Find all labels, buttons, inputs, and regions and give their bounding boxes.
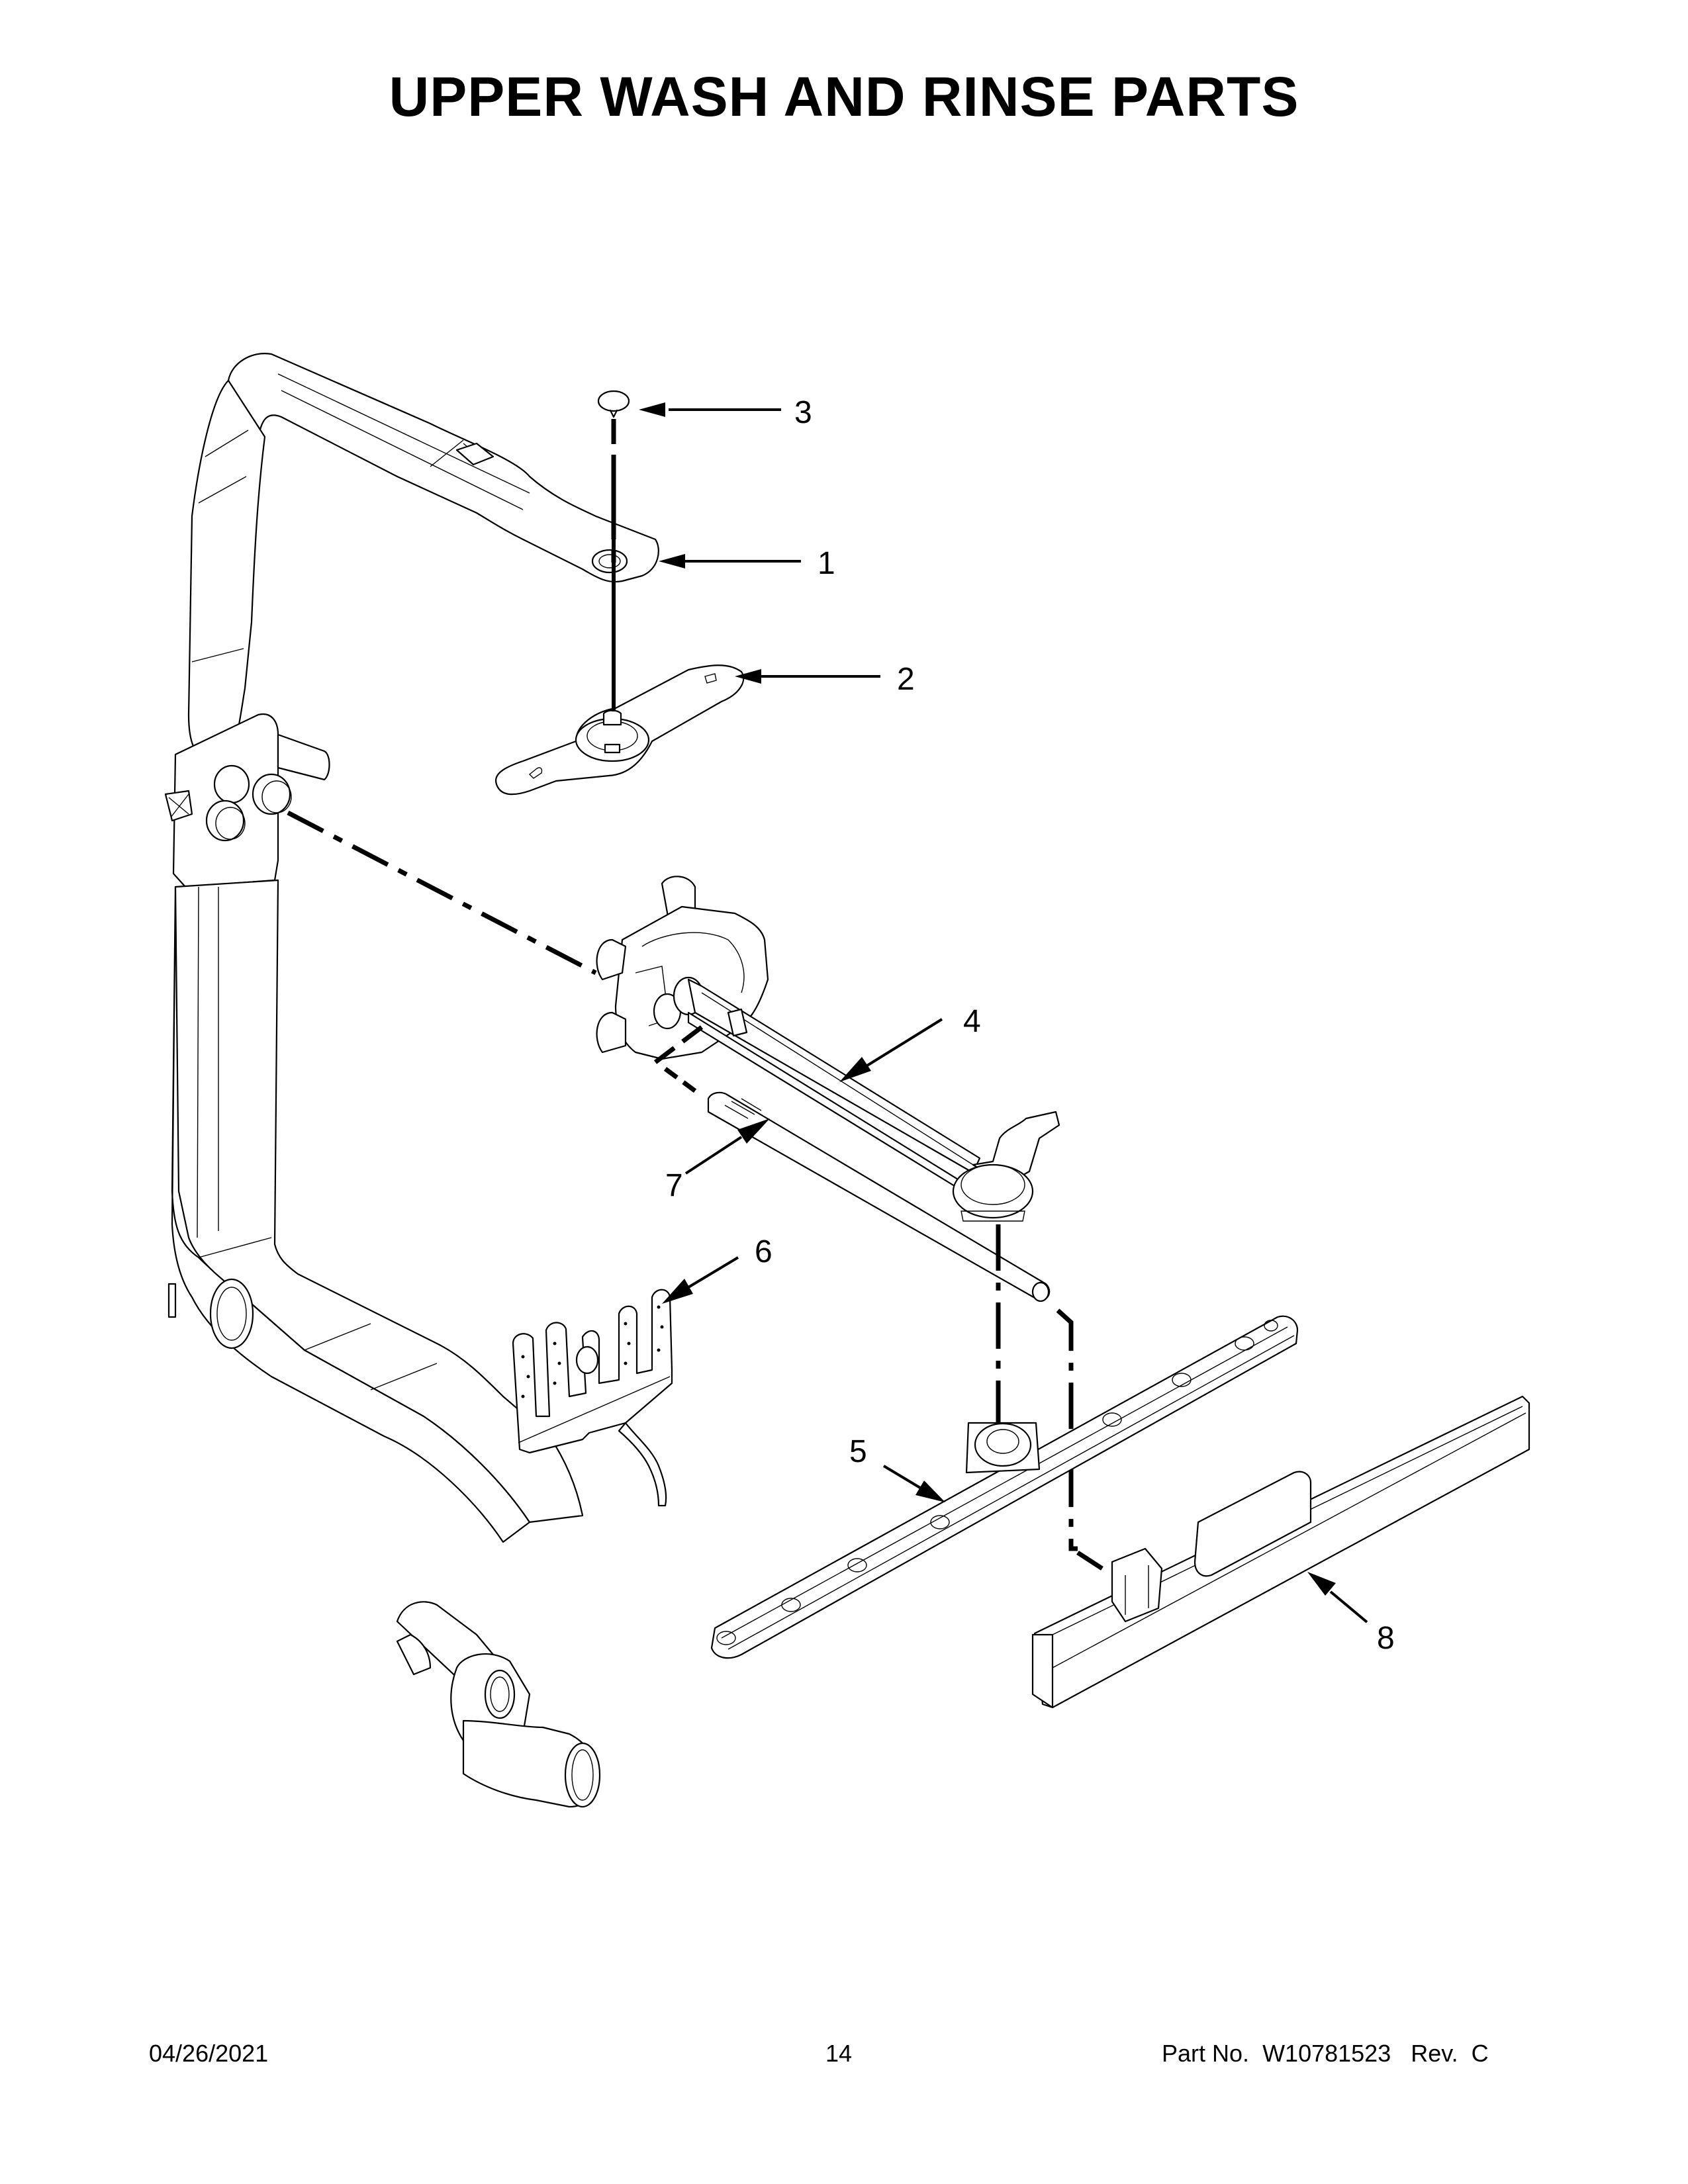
footer-page-number: 14 [825,2040,853,2067]
rev-value: C [1471,2040,1489,2067]
part-5-middle-spray-arm [710,1315,1299,1659]
alignment-line-tube-spraybar [1056,1308,1103,1570]
part-no-label: Part No. [1162,2040,1250,2067]
part-no-value: W10781523 [1262,2040,1391,2067]
callout-7: 7 [665,1168,683,1203]
callout-2: 2 [897,662,915,697]
callout-6: 6 [755,1234,773,1269]
alignment-line-hub-manifold [287,810,597,976]
callout-5: 5 [849,1434,867,1469]
callout-8: 8 [1377,1621,1395,1656]
alignment-line-manifold-tube [653,1025,704,1064]
footer-date: 04/26/2021 [149,2040,269,2067]
page-title: UPPER WASH AND RINSE PARTS [389,66,1299,128]
rev-label: Rev. [1411,2040,1458,2067]
part-2-upper-spray-arm [494,664,745,796]
footer-part-number: Part No. W10781523 Rev. C [1162,2042,1489,2066]
part-7-conduit-tube [707,1091,1051,1302]
part-6-spray-nozzle [512,1289,673,1507]
part-8-spray-bar [1031,1395,1530,1709]
part-3-cap [597,390,630,418]
wash-conduit-assembly [164,353,659,1808]
callout-1: 1 [818,546,835,581]
part-4-manifold-assembly [596,876,1060,1222]
callout-3: 3 [794,395,812,430]
alignment-line-manifold-tube-2 [663,1067,700,1095]
callout-4: 4 [963,1004,981,1039]
leader-arrows [639,402,1368,1623]
